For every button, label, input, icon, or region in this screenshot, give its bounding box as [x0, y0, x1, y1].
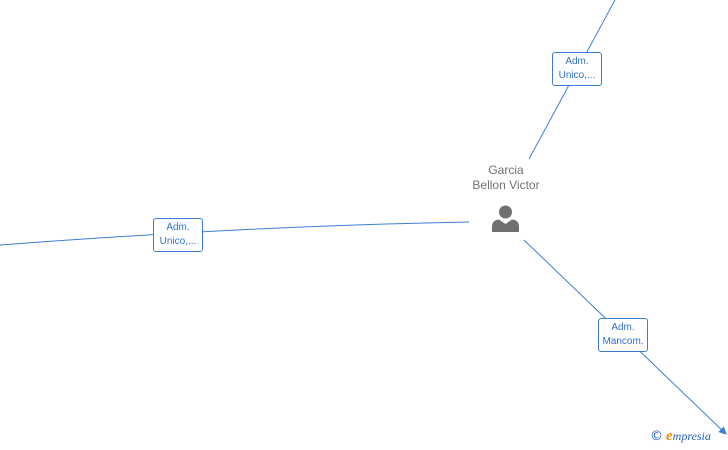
- relation-label-line2: Mancom.: [602, 336, 644, 347]
- relation-label-line2: Unico,...: [159, 236, 197, 247]
- person-name[interactable]: Garcia Bellon Victor: [446, 163, 566, 193]
- edge-left: [0, 221, 470, 246]
- relation-label-line1: Adm.: [565, 56, 589, 67]
- person-icon[interactable]: [491, 204, 520, 232]
- person-name-line1: Garcia: [488, 163, 524, 177]
- relation-label-line1: Adm.: [166, 222, 190, 233]
- relation-label-line2: Unico,...: [558, 70, 596, 81]
- relation-label-line1: Adm.: [611, 322, 635, 333]
- brand-name: mpresia: [672, 429, 711, 443]
- person-name-line2: Bellon Victor: [472, 178, 540, 192]
- brand-initial: e: [666, 428, 673, 444]
- relation-label-left[interactable]: Adm. Unico,...: [153, 218, 203, 252]
- relation-label-top[interactable]: Adm. Unico,...: [552, 52, 602, 86]
- copyright-symbol: ©: [650, 429, 663, 444]
- empresia-watermark: © empresia: [650, 428, 711, 445]
- relation-label-bottom[interactable]: Adm. Mancom.: [598, 318, 648, 352]
